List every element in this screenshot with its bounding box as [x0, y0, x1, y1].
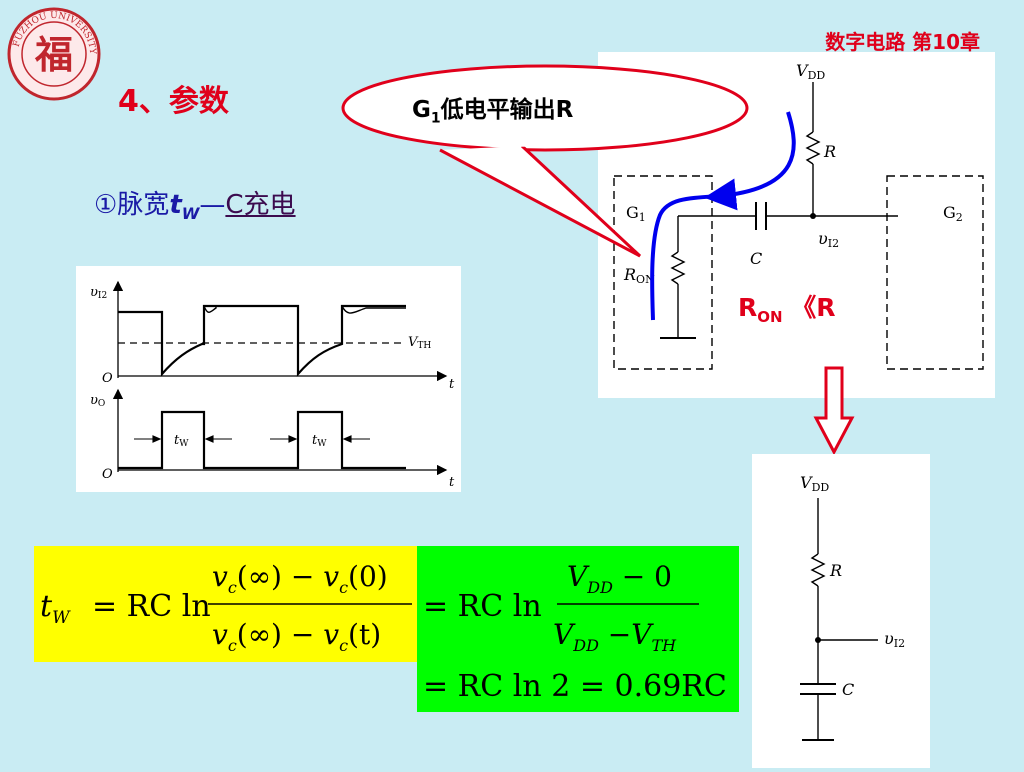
formula-den1: vc(∞) − vc(t)	[212, 618, 381, 655]
eq-label-vdd: VDD	[800, 473, 829, 494]
waveform-diagram: υI2 υO VTH O O t t tW tW	[90, 280, 455, 490]
axis-label-vo: υO	[90, 393, 105, 409]
callout-text: G1低电平输出R	[412, 97, 574, 127]
formula-box-yellow: tW = RC ln vc(∞) − vc(0) vc(∞) − vc(t)	[34, 546, 417, 662]
formula-den2: VDD −VTH	[553, 618, 677, 655]
waveform-panel: υI2 υO VTH O O t t tW tW	[76, 266, 461, 492]
axis-label-vi2: υI2	[90, 285, 107, 301]
formula-lhs: tW	[40, 589, 71, 628]
equivalent-circuit-panel: VDD R υI2 C	[752, 454, 930, 768]
subsection-dash: —	[199, 190, 226, 220]
resistor-ron	[670, 251, 686, 285]
tw-symbol: tW	[169, 190, 200, 224]
subsection-marker: ①脉宽	[94, 190, 170, 220]
circuit-diagram: VDD R C υI2 G1 G2 RON	[613, 61, 984, 370]
label-g2: G2	[943, 203, 963, 224]
label-vdd: VDD	[796, 61, 825, 82]
g2-box	[886, 175, 984, 370]
eq-label-vi2: υI2	[884, 629, 905, 650]
vo-waveform	[118, 410, 406, 470]
eq-resistor-r	[810, 553, 826, 587]
formula-num1: vc(∞) − vc(0)	[212, 560, 388, 597]
formula-eq1: = RC ln	[92, 589, 211, 624]
logo-glyph: 福	[34, 32, 73, 77]
formula-result: = RC ln VDD − 0 VDD −VTH = RC ln 2 = 0.6…	[423, 560, 727, 704]
section-title: 4、参数	[118, 84, 229, 119]
label-vi2: υI2	[818, 229, 839, 250]
vi2-waveform	[118, 304, 406, 377]
origin-bottom: O	[102, 467, 113, 482]
tw-label-2: tW	[312, 433, 327, 449]
origin-top: O	[102, 371, 113, 386]
formula-box-green: = RC ln VDD − 0 VDD −VTH = RC ln 2 = 0.6…	[417, 546, 739, 712]
current-arrow-top	[704, 111, 796, 211]
subsection-charge: C充电	[225, 190, 296, 220]
formula-final: = RC ln 2 = 0.69RC	[423, 669, 727, 704]
formula-tw: tW = RC ln vc(∞) − vc(0) vc(∞) − vc(t)	[40, 560, 412, 655]
label-vth: VTH	[408, 335, 431, 351]
formula-eq2: = RC ln	[423, 589, 542, 624]
chapter-label: 数字电路 第10章	[825, 30, 980, 54]
callout-pointer	[439, 144, 642, 258]
university-logo: FUZHOU UNIVERSITY 福	[6, 6, 102, 102]
g1-box	[613, 175, 713, 370]
node-vi2	[810, 213, 816, 219]
label-g1: G1	[626, 203, 646, 224]
equivalent-circuit: VDD R υI2 C	[800, 473, 905, 741]
subsection-title: ①脉宽tW—C充电	[94, 184, 296, 223]
down-arrow-icon	[813, 366, 855, 456]
current-arrow-down	[650, 194, 721, 321]
formula-num2: VDD − 0	[567, 560, 672, 597]
ron-relation: RON 《R	[738, 293, 836, 326]
eq-label-r: R	[829, 561, 842, 580]
time-label-top: t	[449, 377, 455, 392]
tw-label-1: tW	[174, 433, 189, 449]
label-c: C	[750, 249, 762, 268]
eq-label-c: C	[842, 680, 854, 699]
time-label-bottom: t	[449, 475, 455, 490]
label-r: R	[823, 142, 836, 161]
resistor-r	[805, 131, 821, 165]
